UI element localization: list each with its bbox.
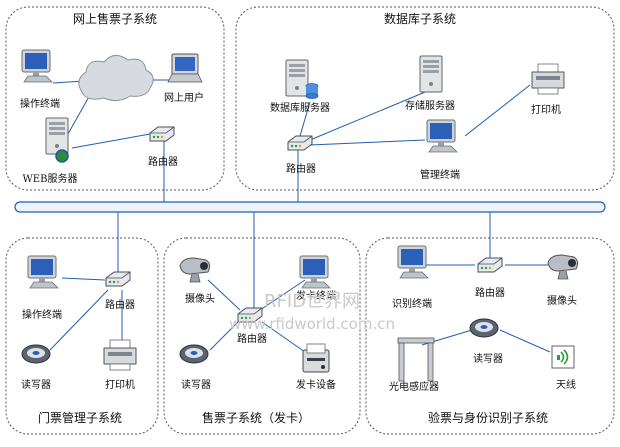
camera-icon: [179, 257, 211, 283]
label-terminal: 操作终端: [20, 97, 60, 110]
monitor-icon: [27, 255, 59, 289]
antenna-icon: [551, 345, 575, 369]
panel-verification: 验票与身份识别子系统 识别终端 路由器 摄像头 光电感应器 读写器 天线: [365, 237, 615, 435]
label-reader-verify: 读写器: [473, 352, 503, 365]
label-router-verify: 路由器: [475, 286, 505, 299]
label-reader-gate: 读写器: [21, 378, 51, 391]
storage-server-icon: [419, 55, 443, 93]
panel-title-database: 数据库子系统: [384, 11, 456, 26]
network-bus: [14, 201, 606, 213]
printer-icon: [531, 63, 565, 95]
label-router-db: 路由器: [286, 162, 316, 175]
label-antenna: 天线: [556, 378, 576, 391]
reader-icon: [179, 344, 209, 364]
panel-title-ticketing: 售票子系统（发卡）: [202, 410, 310, 425]
panel-title-online: 网上售票子系统: [73, 11, 157, 26]
label-mgmt-terminal: 管理终端: [420, 168, 460, 181]
label-db-server: 数据库服务器: [270, 101, 330, 114]
gate-sensor-icon: [397, 337, 435, 382]
label-printer-gate: 打印机: [105, 378, 135, 391]
camera-icon: [547, 254, 579, 280]
label-terminal-gate: 操作终端: [22, 308, 62, 321]
printer-icon: [103, 339, 137, 371]
label-web-server: WEB服务器: [23, 172, 78, 185]
card-device-icon: [302, 343, 330, 373]
panel-gate-management: 门票管理子系统 操作终端 路由器 读写器 打印机: [5, 237, 159, 435]
connection-lines: [49, 79, 551, 353]
label-router-ticketing: 路由器: [237, 332, 267, 345]
label-camera-verify: 摄像头: [547, 294, 577, 307]
router-icon: [287, 135, 313, 151]
reader-icon: [21, 344, 51, 364]
reader-icon: [469, 318, 499, 338]
watermark: RFID世界网 www.rfidworld.com.cn: [229, 291, 395, 333]
label-reader-ticketing: 读写器: [181, 378, 211, 391]
laptop-icon: [167, 53, 203, 83]
panel-ticketing: 售票子系统（发卡） 摄像头 发卡终端 路由器 读写器 发卡设备: [163, 237, 361, 435]
monitor-icon: [299, 255, 331, 289]
panel-title-gate: 门票管理子系统: [38, 410, 122, 425]
database-cylinder-icon: [305, 83, 319, 99]
label-card-device: 发卡设备: [296, 378, 336, 391]
panel-online-ticketing: 网上售票子系统 操作终端 网上用户 WEB服务器 路由器: [5, 6, 225, 191]
label-router-gate: 路由器: [105, 298, 135, 311]
panel-title-verify: 验票与身份识别子系统: [428, 410, 548, 425]
router-icon: [477, 257, 503, 273]
label-photo-sensor: 光电感应器: [389, 380, 439, 393]
watermark-brand: RFID世界网: [264, 291, 360, 312]
monitor-icon: [397, 245, 429, 279]
panel-database: 数据库子系统 数据库服务器 存储服务器 打印机 路由器 管理终端: [235, 6, 615, 191]
globe-icon: [55, 149, 69, 163]
database-server-icon: [285, 59, 309, 97]
server-icon: [45, 117, 69, 155]
router-icon: [105, 271, 131, 287]
label-camera-ticketing: 摄像头: [185, 292, 215, 305]
label-storage-server: 存储服务器: [405, 99, 455, 112]
monitor-icon: [21, 49, 53, 83]
label-online-user: 网上用户: [164, 91, 204, 104]
router-icon: [149, 126, 175, 142]
cloud-icon: [78, 55, 154, 102]
label-router-online: 路由器: [148, 155, 178, 168]
watermark-url: www.rfidworld.com.cn: [229, 315, 395, 333]
monitor-icon: [426, 119, 458, 153]
label-printer-db: 打印机: [531, 103, 561, 116]
label-id-terminal: 识别终端: [392, 297, 432, 310]
label-card-terminal: 发卡终端: [296, 289, 336, 302]
